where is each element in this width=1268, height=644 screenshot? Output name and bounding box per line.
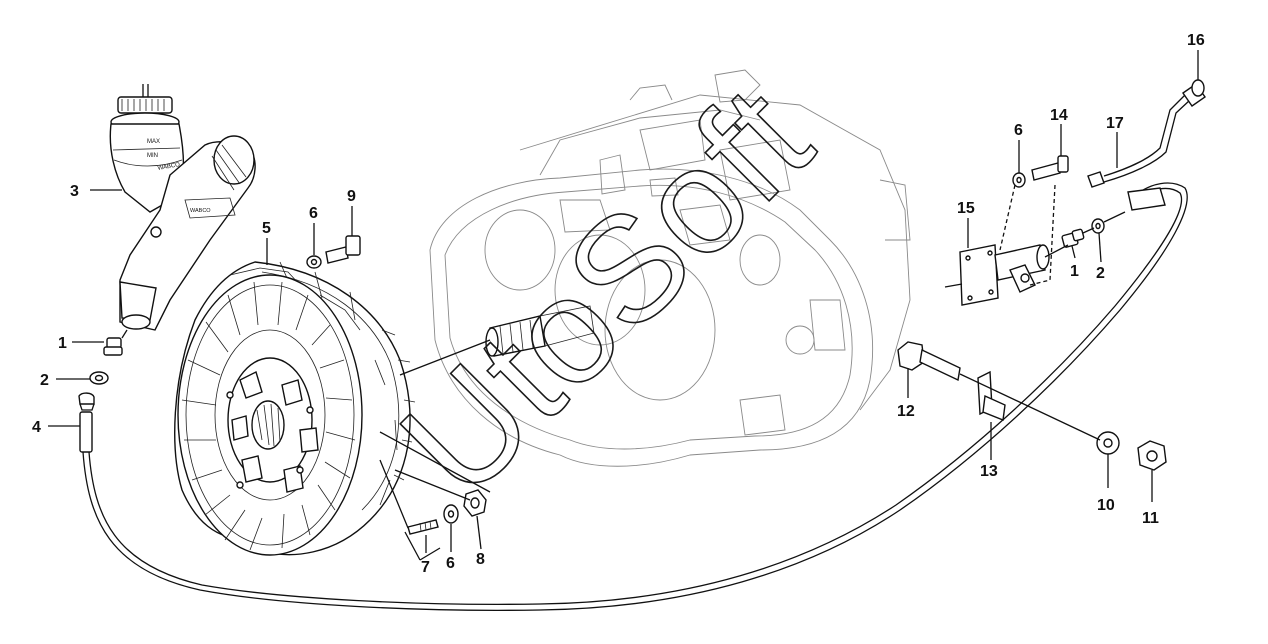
callout-6-upper: 6 — [309, 205, 318, 222]
hose-bracket — [977, 370, 1006, 421]
lower-washer — [443, 504, 459, 524]
gearbox-housing — [429, 69, 911, 467]
callout-leaders — [48, 50, 1199, 553]
callout-5: 5 — [262, 220, 271, 237]
reservoir-max-label: MAX — [147, 139, 160, 145]
callout-9: 9 — [347, 188, 356, 205]
stud-leader-lines — [379, 431, 491, 561]
lower-nut — [463, 489, 487, 517]
callout-13: 13 — [980, 463, 998, 480]
pressure-plate-bolt — [325, 235, 361, 264]
watermark-outline: UtoSoft — [368, 54, 842, 528]
cylinder-brand-label: WABCO — [190, 208, 211, 214]
callout-17: 17 — [1106, 115, 1124, 132]
callout-3: 3 — [70, 183, 79, 200]
callout-2-left: 2 — [40, 372, 49, 389]
slave-mount-washer — [1012, 172, 1026, 188]
bracket-nut — [1137, 440, 1167, 471]
dashed-leader-14 — [1029, 184, 1056, 286]
slave-fitting-leaders — [1044, 211, 1126, 258]
left-sealing-washer — [89, 371, 109, 385]
callout-8: 8 — [476, 551, 485, 568]
right-sealing-washer — [1091, 218, 1105, 234]
clutch-master-cylinder: MAX MIN WABCO WABCO — [109, 84, 256, 331]
callout-11: 11 — [1142, 510, 1159, 527]
dashed-leader-6 — [999, 184, 1016, 251]
callout-labels: 3 1 2 4 5 6 9 7 6 8 6 14 17 16 15 1 2 12… — [32, 32, 1205, 576]
air-pipe — [1087, 94, 1191, 188]
bracket-bolt-axis — [959, 373, 1101, 441]
shaft-centerline — [399, 339, 491, 376]
right-pipe-fitting — [1061, 228, 1085, 248]
callout-12: 12 — [897, 403, 915, 420]
reservoir-brand-label: WABCO — [157, 162, 180, 172]
upper-washer — [306, 255, 322, 269]
slave-mount-bolt — [1031, 155, 1069, 181]
reservoir-min-label: MIN — [147, 153, 158, 159]
clutch-hose — [78, 182, 1188, 611]
callout-6-right: 6 — [1014, 122, 1023, 139]
callout-1-right: 1 — [1070, 263, 1079, 280]
clutch-disc — [177, 274, 363, 556]
callout-4: 4 — [32, 419, 41, 436]
callout-7: 7 — [421, 559, 430, 576]
watermark-text: UtoSoft — [369, 55, 842, 528]
callout-1-left: 1 — [58, 335, 67, 352]
callout-6-lower: 6 — [446, 555, 455, 572]
callout-16: 16 — [1187, 32, 1205, 49]
clutch-slave-cylinder — [944, 244, 1050, 306]
callout-10: 10 — [1097, 497, 1115, 514]
air-connector — [1182, 79, 1206, 107]
bracket-washer — [1096, 431, 1120, 455]
callout-2-right: 2 — [1096, 265, 1105, 282]
callout-15: 15 — [957, 200, 975, 217]
left-pipe-fitting — [103, 329, 128, 356]
lower-stud — [407, 519, 439, 535]
bracket-bolt — [897, 341, 961, 382]
callout-14: 14 — [1050, 107, 1068, 124]
